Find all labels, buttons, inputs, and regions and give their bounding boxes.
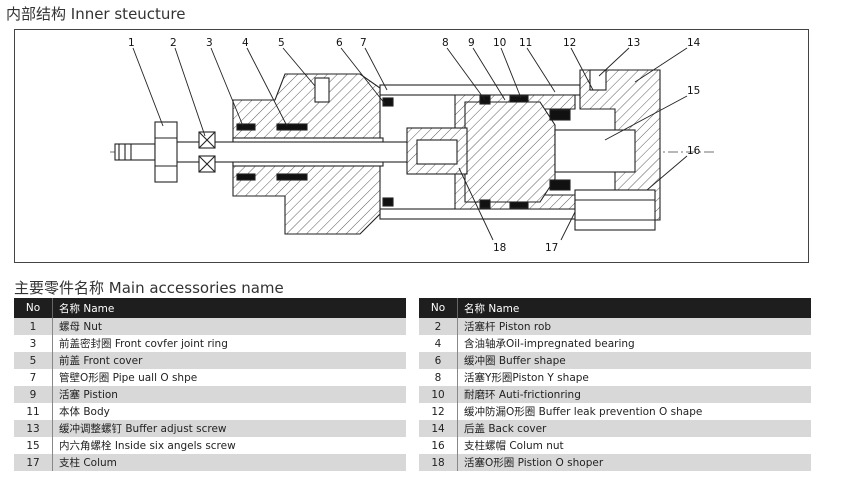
part-no: 2 <box>419 318 458 335</box>
part-no: 11 <box>14 403 53 420</box>
label-4: 4 <box>242 37 249 49</box>
label-7: 7 <box>360 37 367 49</box>
part-name: 活塞Y形圈Piston Y shape <box>457 369 811 386</box>
part-no: 5 <box>14 352 53 369</box>
part-no: 3 <box>14 335 53 352</box>
label-11: 11 <box>519 37 532 49</box>
part-name: 后盖 Back cover <box>457 420 811 437</box>
column-header-no: No <box>14 298 53 318</box>
column-header-no: No <box>419 298 458 318</box>
label-9: 9 <box>468 37 475 49</box>
label-14: 14 <box>687 37 701 49</box>
accessories-title: 主要零件名称 Main accessories name <box>14 279 284 297</box>
part-no: 13 <box>14 420 53 437</box>
part-name: 本体 Body <box>52 403 406 420</box>
cylinder-drawing <box>110 69 715 235</box>
label-13: 13 <box>627 37 640 49</box>
cylinder-cross-section: 1 2 3 4 5 6 7 8 9 10 11 12 13 14 15 16 1… <box>110 37 715 254</box>
part-name: 活塞O形圈 Pistion O shoper <box>457 454 811 471</box>
part-name: 前盖密封圈 Front covfer joint ring <box>52 335 406 352</box>
part-name: 螺母 Nut <box>52 318 406 335</box>
column-header-name: 名称 Name <box>457 298 811 318</box>
part-no: 8 <box>419 369 458 386</box>
part-no: 10 <box>419 386 458 403</box>
part-name: 内六角螺栓 Inside six angels screw <box>52 437 406 454</box>
label-10: 10 <box>493 37 506 49</box>
label-2: 2 <box>170 37 177 49</box>
part-name: 耐磨环 Auti-frictionring <box>457 386 811 403</box>
part-name: 活塞杆 Piston rob <box>457 318 811 335</box>
part-name: 含油轴承Oil-impregnated bearing <box>457 335 811 352</box>
part-no: 18 <box>419 454 458 471</box>
part-name: 支柱 Colum <box>52 454 406 471</box>
part-name: 缓冲防漏O形圈 Buffer leak prevention O shape <box>457 403 811 420</box>
part-name: 缓冲圈 Buffer shape <box>457 352 811 369</box>
part-name: 支柱螺帽 Colum nut <box>457 437 811 454</box>
part-no: 17 <box>14 454 53 471</box>
label-1: 1 <box>128 37 135 49</box>
part-name: 前盖 Front cover <box>52 352 406 369</box>
part-no: 4 <box>419 335 458 352</box>
inner-structure-title: 内部结构 Inner steucture <box>6 5 186 23</box>
label-5: 5 <box>278 37 285 49</box>
part-no: 9 <box>14 386 53 403</box>
part-no: 6 <box>419 352 458 369</box>
part-no: 14 <box>419 420 458 437</box>
label-6: 6 <box>336 37 343 49</box>
part-no: 12 <box>419 403 458 420</box>
column-header-name: 名称 Name <box>52 298 406 318</box>
label-17: 17 <box>545 242 558 254</box>
part-labels: 1 2 3 4 5 6 7 8 9 10 11 12 13 14 15 16 1… <box>128 37 701 254</box>
inner-structure-diagram: 1 2 3 4 5 6 7 8 9 10 11 12 13 14 15 16 1… <box>14 29 809 263</box>
part-no: 7 <box>14 369 53 386</box>
table-header-row: No 名称 Name <box>419 298 811 318</box>
label-3: 3 <box>206 37 213 49</box>
part-name: 缓冲调整螺钉 Buffer adjust screw <box>52 420 406 437</box>
part-name: 活塞 Pistion <box>52 386 406 403</box>
part-no: 16 <box>419 437 458 454</box>
part-name: 管壁O形圈 Pipe uall O shpe <box>52 369 406 386</box>
label-12: 12 <box>563 37 576 49</box>
part-no: 1 <box>14 318 53 335</box>
label-18: 18 <box>493 242 506 254</box>
table-header-row: No 名称 Name <box>14 298 406 318</box>
label-16: 16 <box>687 145 701 157</box>
part-no: 15 <box>14 437 53 454</box>
label-8: 8 <box>442 37 449 49</box>
label-15: 15 <box>687 85 700 97</box>
